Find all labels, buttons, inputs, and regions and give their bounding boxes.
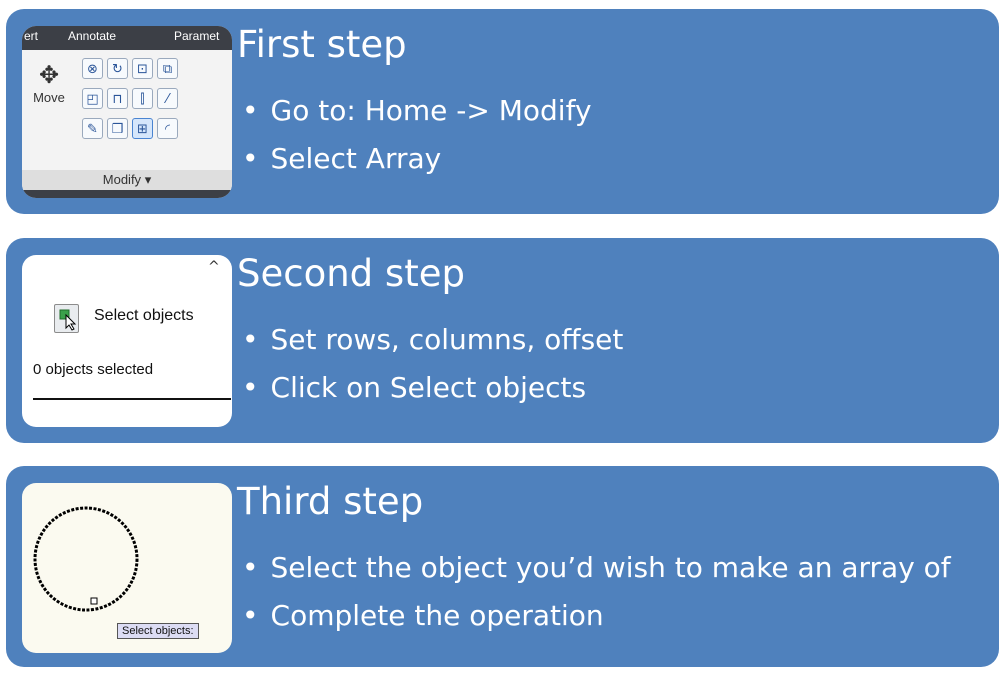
stretch-icon[interactable]: ⧉ <box>157 58 178 79</box>
modify-panel-title: Modify <box>102 172 142 187</box>
modify-panel: ✥ Move ⊗ ↻ ⊡ ⧉ ◰ ⊓ ⫿ ⁄ ✎ ❒ ⊞ ◜ <box>22 50 232 170</box>
select-cursor-icon <box>59 309 77 331</box>
bullet-item: Select Array <box>242 135 592 183</box>
select-objects-screenshot: ^ Select objects 0 objects selected <box>22 255 232 427</box>
step-card-second: ^ Select objects 0 objects selected Seco… <box>6 238 999 443</box>
drawing-canvas-screenshot[interactable]: Select objects: <box>22 483 232 653</box>
step-card-third: Select objects: Third step Select the ob… <box>6 466 999 667</box>
ribbon-tab-parametric[interactable]: Paramet <box>174 29 220 43</box>
copy-icon[interactable]: ⊗ <box>82 58 103 79</box>
move-button[interactable]: ✥ Move <box>28 60 70 105</box>
collapse-caret-icon[interactable]: ^ <box>208 259 220 275</box>
ribbon-screenshot: ert Annotate Paramet ✥ Move ⊗ ↻ ⊡ ⧉ ◰ ⊓ … <box>22 26 232 198</box>
divider <box>33 398 231 400</box>
select-objects-button[interactable] <box>54 304 79 333</box>
bullet-item: Complete the operation <box>242 592 951 640</box>
bullet-item: Click on Select objects <box>242 364 623 412</box>
ribbon-tab-insert[interactable]: ert <box>24 29 39 43</box>
step-card-first: ert Annotate Paramet ✥ Move ⊗ ↻ ⊡ ⧉ ◰ ⊓ … <box>6 9 999 214</box>
step-bullets: Select the object you’d wish to make an … <box>242 544 951 640</box>
ribbon-bottom-border <box>22 190 232 198</box>
select-objects-tooltip: Select objects: <box>117 623 199 639</box>
ribbon-tab-bar: ert Annotate Paramet <box>22 26 232 50</box>
bullet-item: Select the object you’d wish to make an … <box>242 544 951 592</box>
step-title: Second step <box>237 252 465 295</box>
caret-down-icon: ▾ <box>144 172 152 187</box>
step-bullets: Set rows, columns, offset Click on Selec… <box>242 316 624 412</box>
mirror-icon[interactable]: ⫿ <box>132 88 153 109</box>
scale-icon[interactable]: ◰ <box>82 88 103 109</box>
bullet-item: Go to: Home -> Modify <box>242 87 592 135</box>
break-icon[interactable]: ⁄ <box>157 88 178 109</box>
rotate-icon[interactable]: ↻ <box>107 58 128 79</box>
move-icon: ✥ <box>38 61 60 89</box>
step-bullets: Go to: Home -> Modify Select Array <box>242 87 592 183</box>
circle-object[interactable] <box>22 483 232 653</box>
bullet-item: Set rows, columns, offset <box>242 316 624 364</box>
explode-icon[interactable]: ❒ <box>107 118 128 139</box>
ribbon-tab-annotate[interactable]: Annotate <box>68 29 117 43</box>
step-title: Third step <box>237 480 424 523</box>
move-label: Move <box>33 90 65 105</box>
selection-count: 0 objects selected <box>33 361 154 378</box>
offset-icon[interactable]: ⊓ <box>107 88 128 109</box>
select-objects-label: Select objects <box>94 307 194 324</box>
match-properties-icon[interactable]: ✎ <box>82 118 103 139</box>
array-icon[interactable]: ⊞ <box>132 118 153 139</box>
fillet-icon[interactable]: ◜ <box>157 118 178 139</box>
trim-icon[interactable]: ⊡ <box>132 58 153 79</box>
modify-panel-label[interactable]: Modify ▾ <box>22 170 232 190</box>
step-title: First step <box>237 23 407 66</box>
